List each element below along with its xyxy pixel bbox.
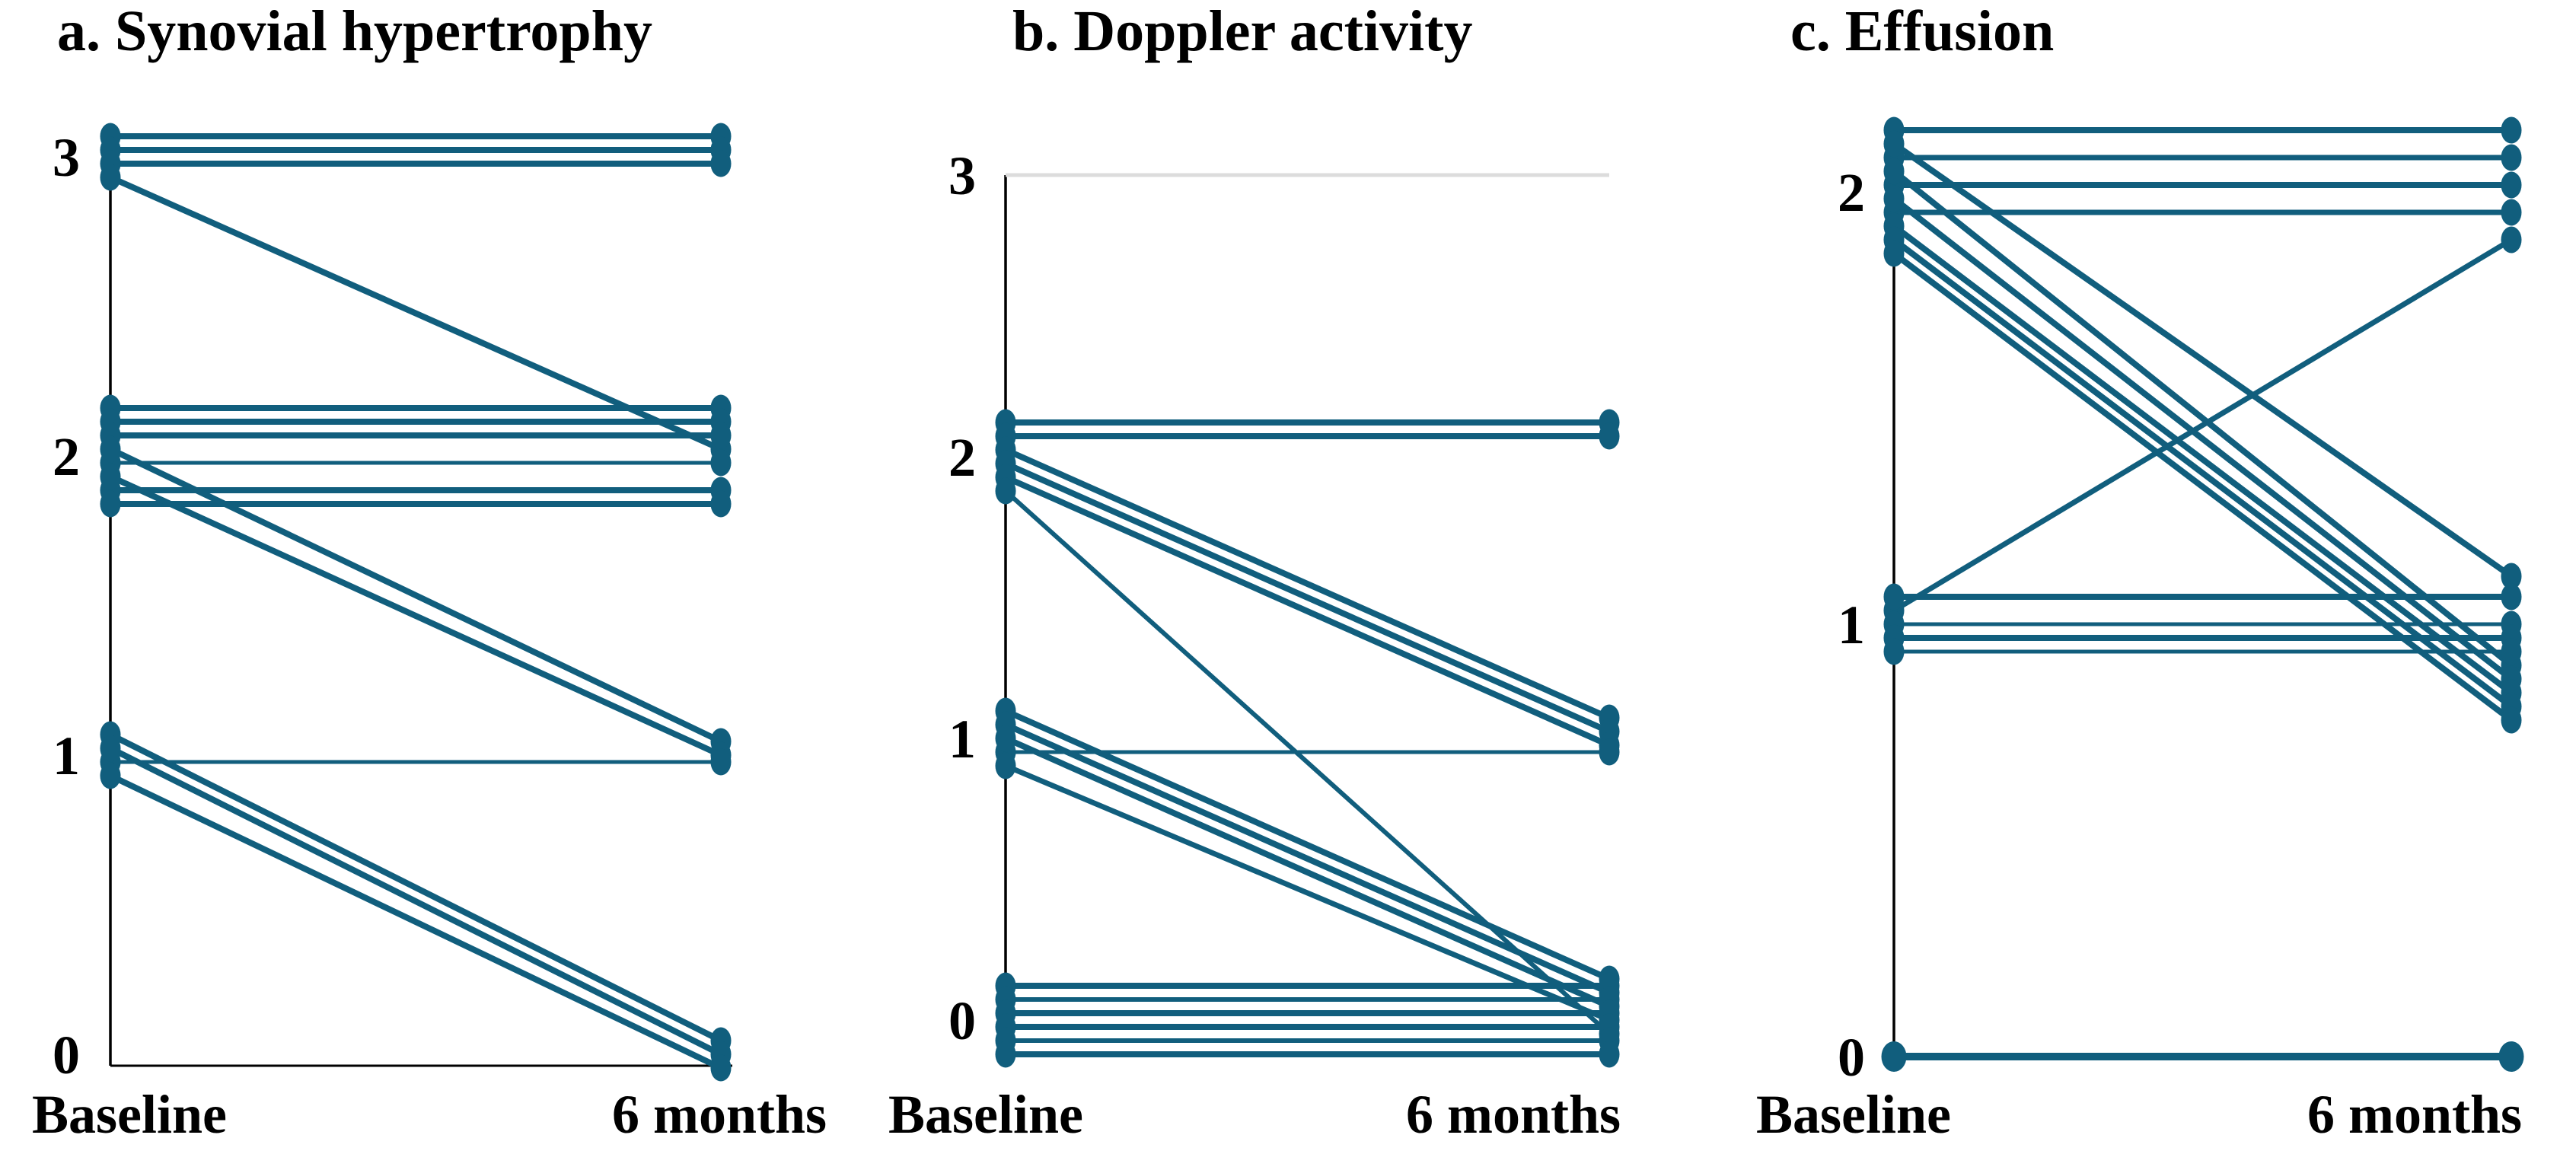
y-tick-label: 2 (948, 427, 976, 488)
panel-a-title: a. Synovial hypertrophy (57, 0, 652, 63)
data-point (100, 762, 121, 789)
slope-line (1004, 708, 1611, 982)
data-point (710, 422, 732, 449)
panel-c-title: c. Effusion (1790, 0, 2054, 63)
data-point (100, 164, 121, 191)
slope-line (1892, 141, 2514, 579)
data-point (710, 748, 732, 776)
panel-synovial-hypertrophy: a. Synovial hypertrophy 3 2 1 0 Baseline 6 … (32, 0, 827, 1145)
data-point (710, 150, 732, 177)
y-tick-label: 3 (53, 127, 80, 188)
data-point (100, 435, 121, 463)
panel-a-x-label-6months: 6 months (612, 1084, 827, 1145)
slope-line (1003, 489, 1612, 1036)
panel-doppler-activity: b. Doppler activity 3 2 1 0 Baseline 6 mont… (888, 0, 1621, 1145)
data-point (1883, 583, 1905, 611)
slope-line (1892, 237, 2513, 614)
panel-b-plot-area: 3 2 1 0 (948, 145, 1620, 1068)
data-point (2501, 144, 2522, 171)
panel-c-x-label-6months: 6 months (2307, 1084, 2522, 1145)
data-point (100, 735, 121, 762)
slope-line (1004, 763, 1611, 1023)
panel-effusion: c. Effusion 2 1 0 Baseline 6 months (1756, 0, 2524, 1145)
data-point (1883, 240, 1905, 267)
panel-c-x-label-baseline: Baseline (1756, 1084, 1951, 1145)
y-tick-label: 1 (53, 725, 80, 786)
y-tick-label: 0 (53, 1025, 80, 1086)
slope-line (1004, 735, 1611, 1009)
data-point (1599, 422, 1620, 450)
y-tick-label: 3 (948, 145, 976, 206)
panel-b-x-label-baseline: Baseline (888, 1084, 1083, 1145)
panel-c-plot-area: 2 1 0 (1838, 116, 2524, 1088)
data-point (1883, 158, 1905, 185)
slope-line (1004, 447, 1611, 721)
data-point (100, 463, 121, 490)
data-point (2501, 638, 2522, 665)
data-point (2498, 1041, 2524, 1072)
data-point (710, 449, 732, 477)
slope-line (109, 732, 722, 1044)
data-point (995, 477, 1016, 505)
data-point (2501, 226, 2522, 253)
y-tick-label: 0 (948, 990, 976, 1051)
data-point (100, 490, 121, 518)
slope-line (1892, 237, 2514, 709)
slope-line (109, 745, 722, 1057)
data-point (2501, 563, 2522, 590)
y-tick-label: 2 (1838, 162, 1865, 223)
slope-line (109, 446, 722, 744)
data-point (995, 752, 1016, 779)
slope-line (1892, 223, 2514, 696)
data-point (995, 725, 1016, 752)
y-tick-label: 1 (1838, 595, 1865, 655)
y-tick-label: 1 (948, 709, 976, 770)
slope-line (1004, 722, 1611, 996)
data-point (710, 490, 732, 518)
data-point (2501, 116, 2522, 144)
data-point (1599, 1041, 1620, 1068)
slope-line (1004, 461, 1611, 735)
y-tick-label: 2 (53, 426, 80, 487)
slope-line (109, 773, 722, 1071)
data-point (2501, 199, 2522, 226)
data-point (710, 1054, 732, 1082)
slope-line (109, 473, 722, 758)
panel-b-x-label-6months: 6 months (1406, 1084, 1621, 1145)
data-point (1883, 185, 1905, 212)
panel-b-title: b. Doppler activity (1012, 0, 1472, 63)
data-point (1599, 738, 1620, 766)
data-point (995, 1041, 1016, 1068)
slope-line (1892, 196, 2514, 682)
data-point (2501, 171, 2522, 199)
panel-a-x-label-baseline: Baseline (32, 1084, 227, 1145)
slope-line (1892, 250, 2514, 723)
y-tick-label: 0 (1838, 1027, 1865, 1088)
data-point (1883, 638, 1905, 665)
slope-line (109, 174, 722, 452)
slope-line (1004, 474, 1611, 748)
panel-a-plot-area: 3 2 1 0 (53, 123, 732, 1086)
slope-line (1892, 168, 2514, 668)
data-point (2501, 706, 2522, 734)
data-point (1883, 130, 1905, 158)
data-point (2501, 583, 2522, 611)
data-point (1881, 1041, 1907, 1072)
